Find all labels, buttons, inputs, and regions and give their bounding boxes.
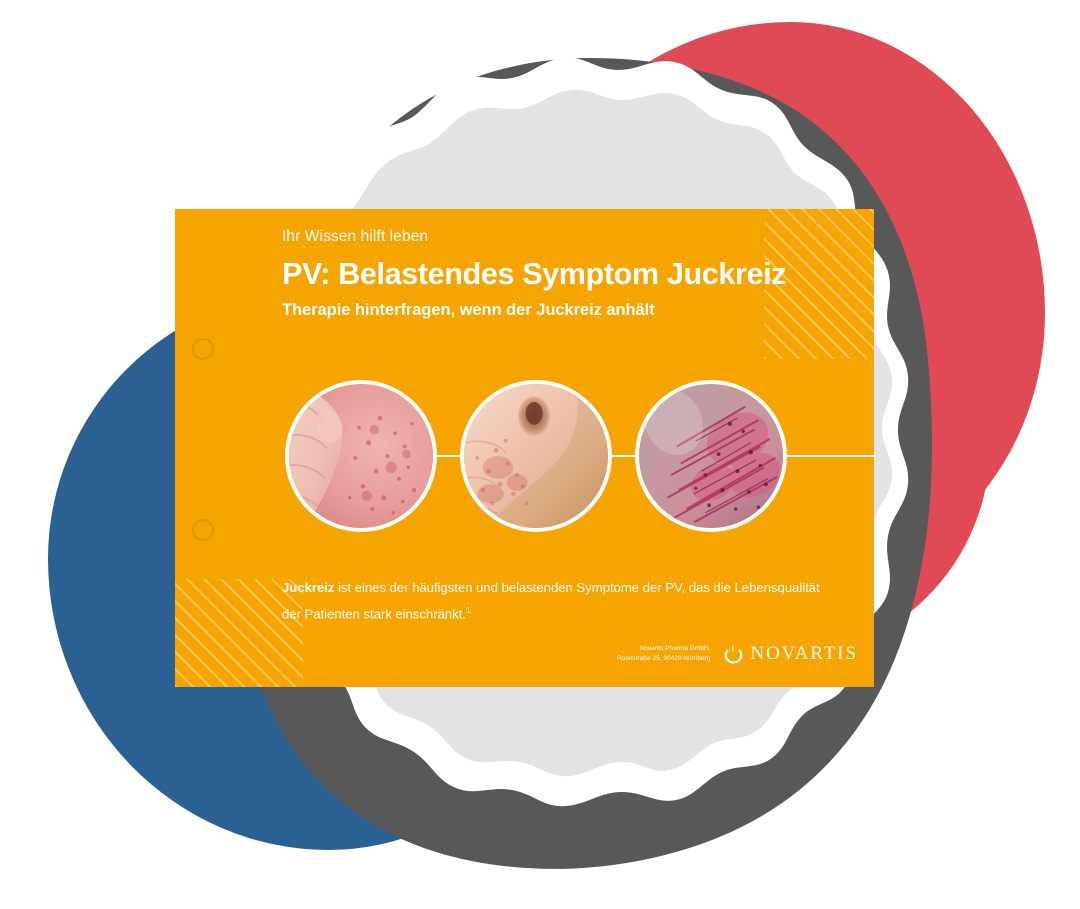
novartis-wordmark: NOVARTIS <box>750 643 858 664</box>
slide-subtitle: Therapie hinterfragen, wenn der Juckreiz… <box>282 301 655 319</box>
binder-ring-hole-icon <box>192 519 214 541</box>
photo-circle-1[interactable] <box>285 380 437 532</box>
imprint-line-2: Roonstraße 25, 90429 Nürnberg <box>616 654 711 662</box>
photo-skin-rash-elbow <box>464 384 608 528</box>
eyebrow-text: Ihr Wissen hilft leben <box>282 228 429 245</box>
photo-circle-row <box>175 380 874 532</box>
photo-skin-scratch-marks <box>639 384 783 528</box>
body-copy-rest: ist eines der häufigsten und belastenden… <box>282 580 820 622</box>
binder-ring-hole-icon <box>192 338 214 360</box>
body-copy: Juckreiz ist eines der häufigsten und be… <box>282 577 827 625</box>
novartis-logo: NOVARTIS <box>724 643 858 664</box>
photo-circle-2[interactable] <box>460 380 612 532</box>
page-title: PV: Belastendes Symptom Juckreiz <box>282 257 787 291</box>
photo-circle-3[interactable] <box>635 380 787 532</box>
novartis-flame-icon <box>724 643 743 664</box>
slide-card[interactable]: Ihr Wissen hilft leben PV: Belastendes S… <box>175 209 874 687</box>
body-copy-lead: Juckreiz <box>282 580 335 596</box>
imprint-line-1: Novartis Pharma GmbH, <box>639 645 711 652</box>
photo-skin-rash-hand <box>289 384 433 528</box>
footnote-marker: 1 <box>465 605 471 616</box>
slide-header: Ihr Wissen hilft leben PV: Belastendes S… <box>282 227 842 321</box>
slide-footer: Novartis Pharma GmbH, Roonstraße 25, 904… <box>617 643 858 664</box>
imprint-block: Novartis Pharma GmbH, Roonstraße 25, 904… <box>617 644 711 663</box>
